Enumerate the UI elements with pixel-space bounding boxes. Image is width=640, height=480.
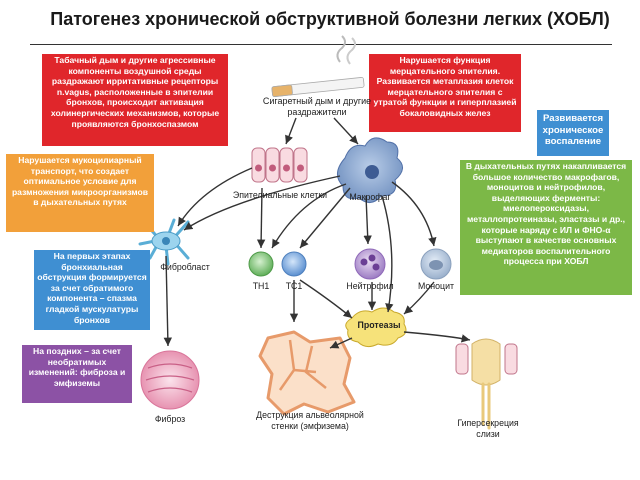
box-epithelium-dysfunction: Нарушается функция мерцательного эпители… — [369, 54, 521, 132]
neutrophil-icon — [354, 248, 386, 280]
box-inflammatory-cells: В дыхательных путях накапливается большо… — [460, 160, 632, 295]
label-cigarette-smoke: Сигаретный дым и другие раздражители — [262, 96, 372, 117]
label-epithelial-cells: Эпителиальные клетки — [232, 190, 328, 200]
mucus-hypersecretion-icon — [455, 338, 518, 430]
diagram-arrows — [163, 117, 471, 349]
fibroblast-icon — [138, 218, 190, 266]
box-chronic-inflammation: Развивается хроническое воспаление — [537, 110, 609, 156]
label-fibrosis: Фиброз — [154, 414, 186, 424]
macrophage-icon — [337, 137, 403, 203]
fibrosis-icon — [140, 350, 200, 410]
th1-cell-icon — [248, 251, 274, 277]
label-tc1: TC1 — [285, 281, 303, 291]
label-proteases: Протеазы — [357, 320, 401, 330]
box-reversible-obstruction: На первых этапах бронхиальная обструкция… — [34, 250, 150, 330]
alveolar-destruction-icon — [258, 330, 356, 416]
box-irreversible-changes: На поздних – за счет необратимых изменен… — [22, 345, 132, 403]
tc1-cell-icon — [281, 251, 307, 277]
cigarette-icon — [271, 35, 365, 97]
label-fibroblast: Фибробласт — [160, 262, 210, 272]
label-alveolar-destruction: Деструкция альвеолярной стенки (эмфизема… — [256, 410, 364, 431]
title-underline — [30, 44, 612, 45]
epithelial-cells-icon — [251, 147, 308, 183]
label-macrophage: Макрофаг — [349, 192, 391, 202]
box-bronchospasm: Табачный дым и другие агрессивные компон… — [42, 54, 228, 146]
box-mucociliary-transport: Нарушается мукоцилиарный транспорт, что … — [6, 154, 154, 232]
label-monocyte: Моноцит — [417, 281, 455, 291]
label-hypersecretion: Гиперсекреция слизи — [457, 418, 519, 439]
label-neutrophil: Нейтрофил — [346, 281, 394, 291]
page-title: Патогенез хронической обструктивной боле… — [50, 9, 610, 29]
monocyte-icon — [420, 248, 452, 280]
proteases-icon — [345, 307, 407, 348]
label-th1: TH1 — [252, 281, 270, 291]
